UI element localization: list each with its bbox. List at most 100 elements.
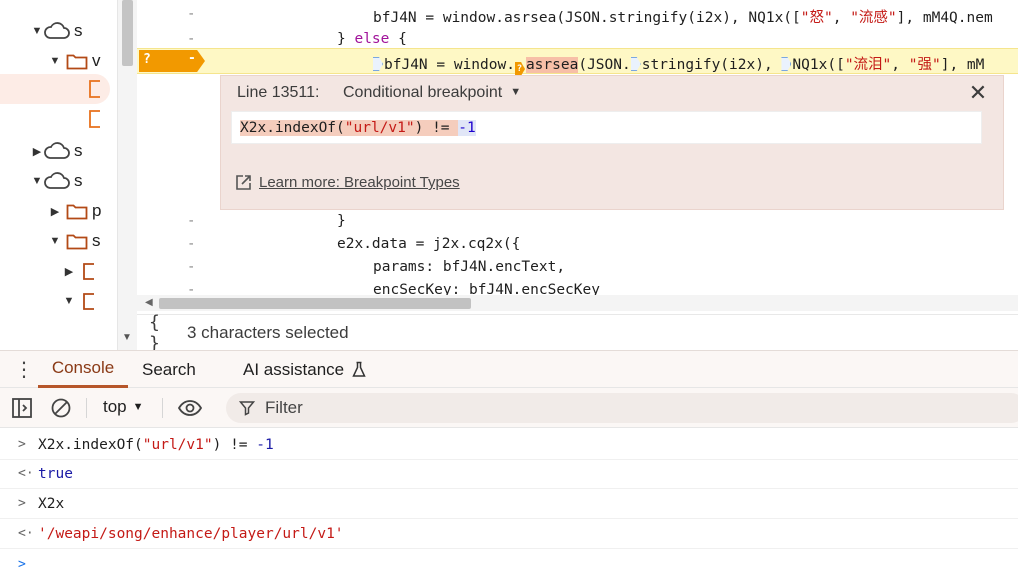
console-toolbar: top▼ Filter — [0, 388, 1018, 428]
pretty-print-braces-icon[interactable]: { } — [149, 311, 160, 354]
console-result-row: <· true — [0, 459, 1018, 489]
tab-console[interactable]: Console — [38, 351, 128, 388]
console-result-row: <· '/weapi/song/enhance/player/url/v1' — [0, 519, 1018, 549]
code-line: } else { — [337, 31, 407, 47]
navigator-scrollbar[interactable]: ▼ — [117, 0, 137, 350]
prompt-chevron-icon: > — [18, 556, 26, 571]
console-expression: X2x.indexOf("url/v1") != -1 — [38, 436, 274, 453]
tab-ai-assistance[interactable]: AI assistance — [243, 351, 366, 388]
tab-search[interactable]: Search — [142, 359, 196, 379]
console-filter-input[interactable]: Filter — [226, 393, 1018, 423]
tree-item-cloud-3[interactable]: ▼ s — [30, 166, 83, 196]
learn-more-link[interactable]: Learn more: Breakpoint Types — [235, 174, 460, 191]
file-icon — [83, 293, 94, 310]
file-icon — [83, 263, 94, 280]
expanded-arrow-icon[interactable]: ▼ — [49, 55, 61, 67]
breakpoint-condition-input[interactable]: X2x.indexOf("url/v1") != -1 — [231, 111, 982, 144]
cloud-icon — [44, 142, 70, 159]
editor-status-bar: { } 3 characters selected — [137, 312, 1018, 354]
expanded-arrow-icon[interactable]: ▼ — [49, 235, 61, 247]
eye-icon[interactable] — [177, 397, 203, 419]
inline-breakpoint-icon[interactable] — [630, 57, 641, 71]
close-icon[interactable]: ✕ — [968, 80, 988, 105]
tree-item-cloud-2[interactable]: ▶ s — [30, 136, 83, 166]
tree-item-label: s — [74, 21, 83, 40]
toolbar-divider — [162, 398, 163, 418]
breakpoint-type-dropdown[interactable]: Conditional breakpoint▼ — [343, 84, 522, 101]
tree-item-file[interactable] — [88, 104, 106, 134]
console-result-value: '/weapi/song/enhance/player/url/v1' — [38, 525, 344, 542]
more-options-icon[interactable]: ⋮ — [14, 359, 34, 381]
filter-placeholder: Filter — [265, 398, 303, 417]
gutter-marker[interactable]: - — [187, 31, 196, 47]
cloud-icon — [44, 22, 70, 39]
cloud-icon — [44, 172, 70, 189]
input-prompt-icon: > — [18, 496, 26, 511]
expanded-arrow-icon[interactable]: ▼ — [31, 25, 43, 37]
breakpoint-question-mark: ? — [143, 52, 151, 67]
tree-item-label: v — [92, 51, 101, 70]
code-line: params: bfJ4N.encText, — [373, 259, 566, 275]
dropdown-caret-icon: ▼ — [510, 86, 522, 98]
drawer-tab-bar: ⋮ Console Search AI assistance — [0, 350, 1018, 388]
execution-context-select[interactable]: top▼ — [103, 397, 144, 416]
clear-console-icon[interactable] — [50, 397, 72, 419]
breakpoint-dash: - — [188, 51, 196, 66]
code-line: encSecKey: bfJ4N.encSecKey — [373, 282, 600, 295]
navigator-scrollbar-thumb[interactable] — [122, 0, 133, 66]
folder-icon — [66, 54, 88, 69]
code-line-breakpoint: bfJ4N = window.?asrsea(JSON.stringify(i2… — [373, 53, 984, 76]
input-prompt-icon: > — [18, 437, 26, 452]
open-external-icon — [236, 175, 251, 190]
tree-item-folder-1[interactable]: ▼ v — [48, 46, 101, 76]
gutter-marker[interactable]: - — [187, 6, 196, 22]
console-input-row: > X2x.indexOf("url/v1") != -1 — [0, 430, 1018, 460]
inline-breakpoint-active-icon[interactable]: ? — [514, 62, 525, 76]
file-icon — [89, 80, 100, 98]
code-line: } — [337, 213, 346, 229]
scroll-left-arrow-icon[interactable]: ◀ — [145, 297, 153, 308]
collapsed-arrow-icon[interactable]: ▶ — [50, 205, 60, 218]
collapsed-arrow-icon[interactable]: ▶ — [32, 145, 42, 158]
tree-item-label: s — [74, 141, 83, 160]
gutter-marker[interactable]: - — [187, 259, 196, 275]
expanded-arrow-icon[interactable]: ▼ — [63, 295, 75, 307]
scroll-down-arrow-icon[interactable]: ▼ — [122, 332, 132, 343]
sources-panel: ▼ s ▼ v ▶ s ▼ s — [0, 0, 1018, 354]
tree-item-folder-3[interactable]: ▼ s — [48, 226, 101, 256]
inline-breakpoint-icon[interactable] — [781, 57, 792, 71]
breakpoint-line-label: Line 13511: — [237, 84, 320, 101]
tree-item-file-selected[interactable] — [0, 74, 110, 104]
flask-icon — [352, 361, 366, 377]
editor-horizontal-scrollbar[interactable]: ◀ — [137, 295, 1018, 311]
folder-icon — [66, 234, 88, 249]
file-icon — [89, 110, 100, 128]
gutter-marker[interactable]: - — [187, 213, 196, 229]
selection-status: 3 characters selected — [187, 322, 349, 342]
expanded-arrow-icon[interactable]: ▼ — [31, 175, 43, 187]
gutter-marker[interactable]: - — [187, 236, 196, 252]
horizontal-scrollbar-thumb[interactable] — [159, 298, 471, 309]
tree-item-folder-4[interactable]: ▶ — [62, 256, 100, 286]
sidebar-toggle-icon[interactable] — [11, 397, 33, 419]
console-output: > X2x.indexOf("url/v1") != -1 <· true > … — [0, 428, 1018, 571]
toolbar-divider — [86, 398, 87, 418]
tree-item-label: p — [92, 201, 102, 220]
selected-text: asrsea — [525, 57, 579, 73]
collapsed-arrow-icon[interactable]: ▶ — [64, 265, 74, 278]
code-line: bfJ4N = window.asrsea(JSON.stringify(i2x… — [373, 10, 993, 26]
tree-item-cloud-1[interactable]: ▼ s — [30, 16, 83, 46]
conditional-breakpoint-marker[interactable]: ? - — [139, 50, 205, 72]
inline-breakpoint-icon[interactable] — [373, 57, 383, 71]
console-input-row: > X2x — [0, 489, 1018, 519]
console-prompt[interactable]: > — [0, 549, 1018, 571]
dropdown-caret-icon: ▼ — [132, 401, 144, 413]
code-line: e2x.data = j2x.cq2x({ — [337, 236, 521, 252]
tree-item-folder-2[interactable]: ▶ p — [48, 196, 102, 226]
console-result-value: true — [38, 465, 73, 482]
result-arrow-icon: <· — [18, 526, 34, 541]
tree-item-folder-5[interactable]: ▼ — [62, 286, 100, 316]
tree-item-label: s — [92, 231, 101, 250]
gutter-marker[interactable]: - — [187, 282, 196, 295]
result-arrow-icon: <· — [18, 466, 34, 481]
